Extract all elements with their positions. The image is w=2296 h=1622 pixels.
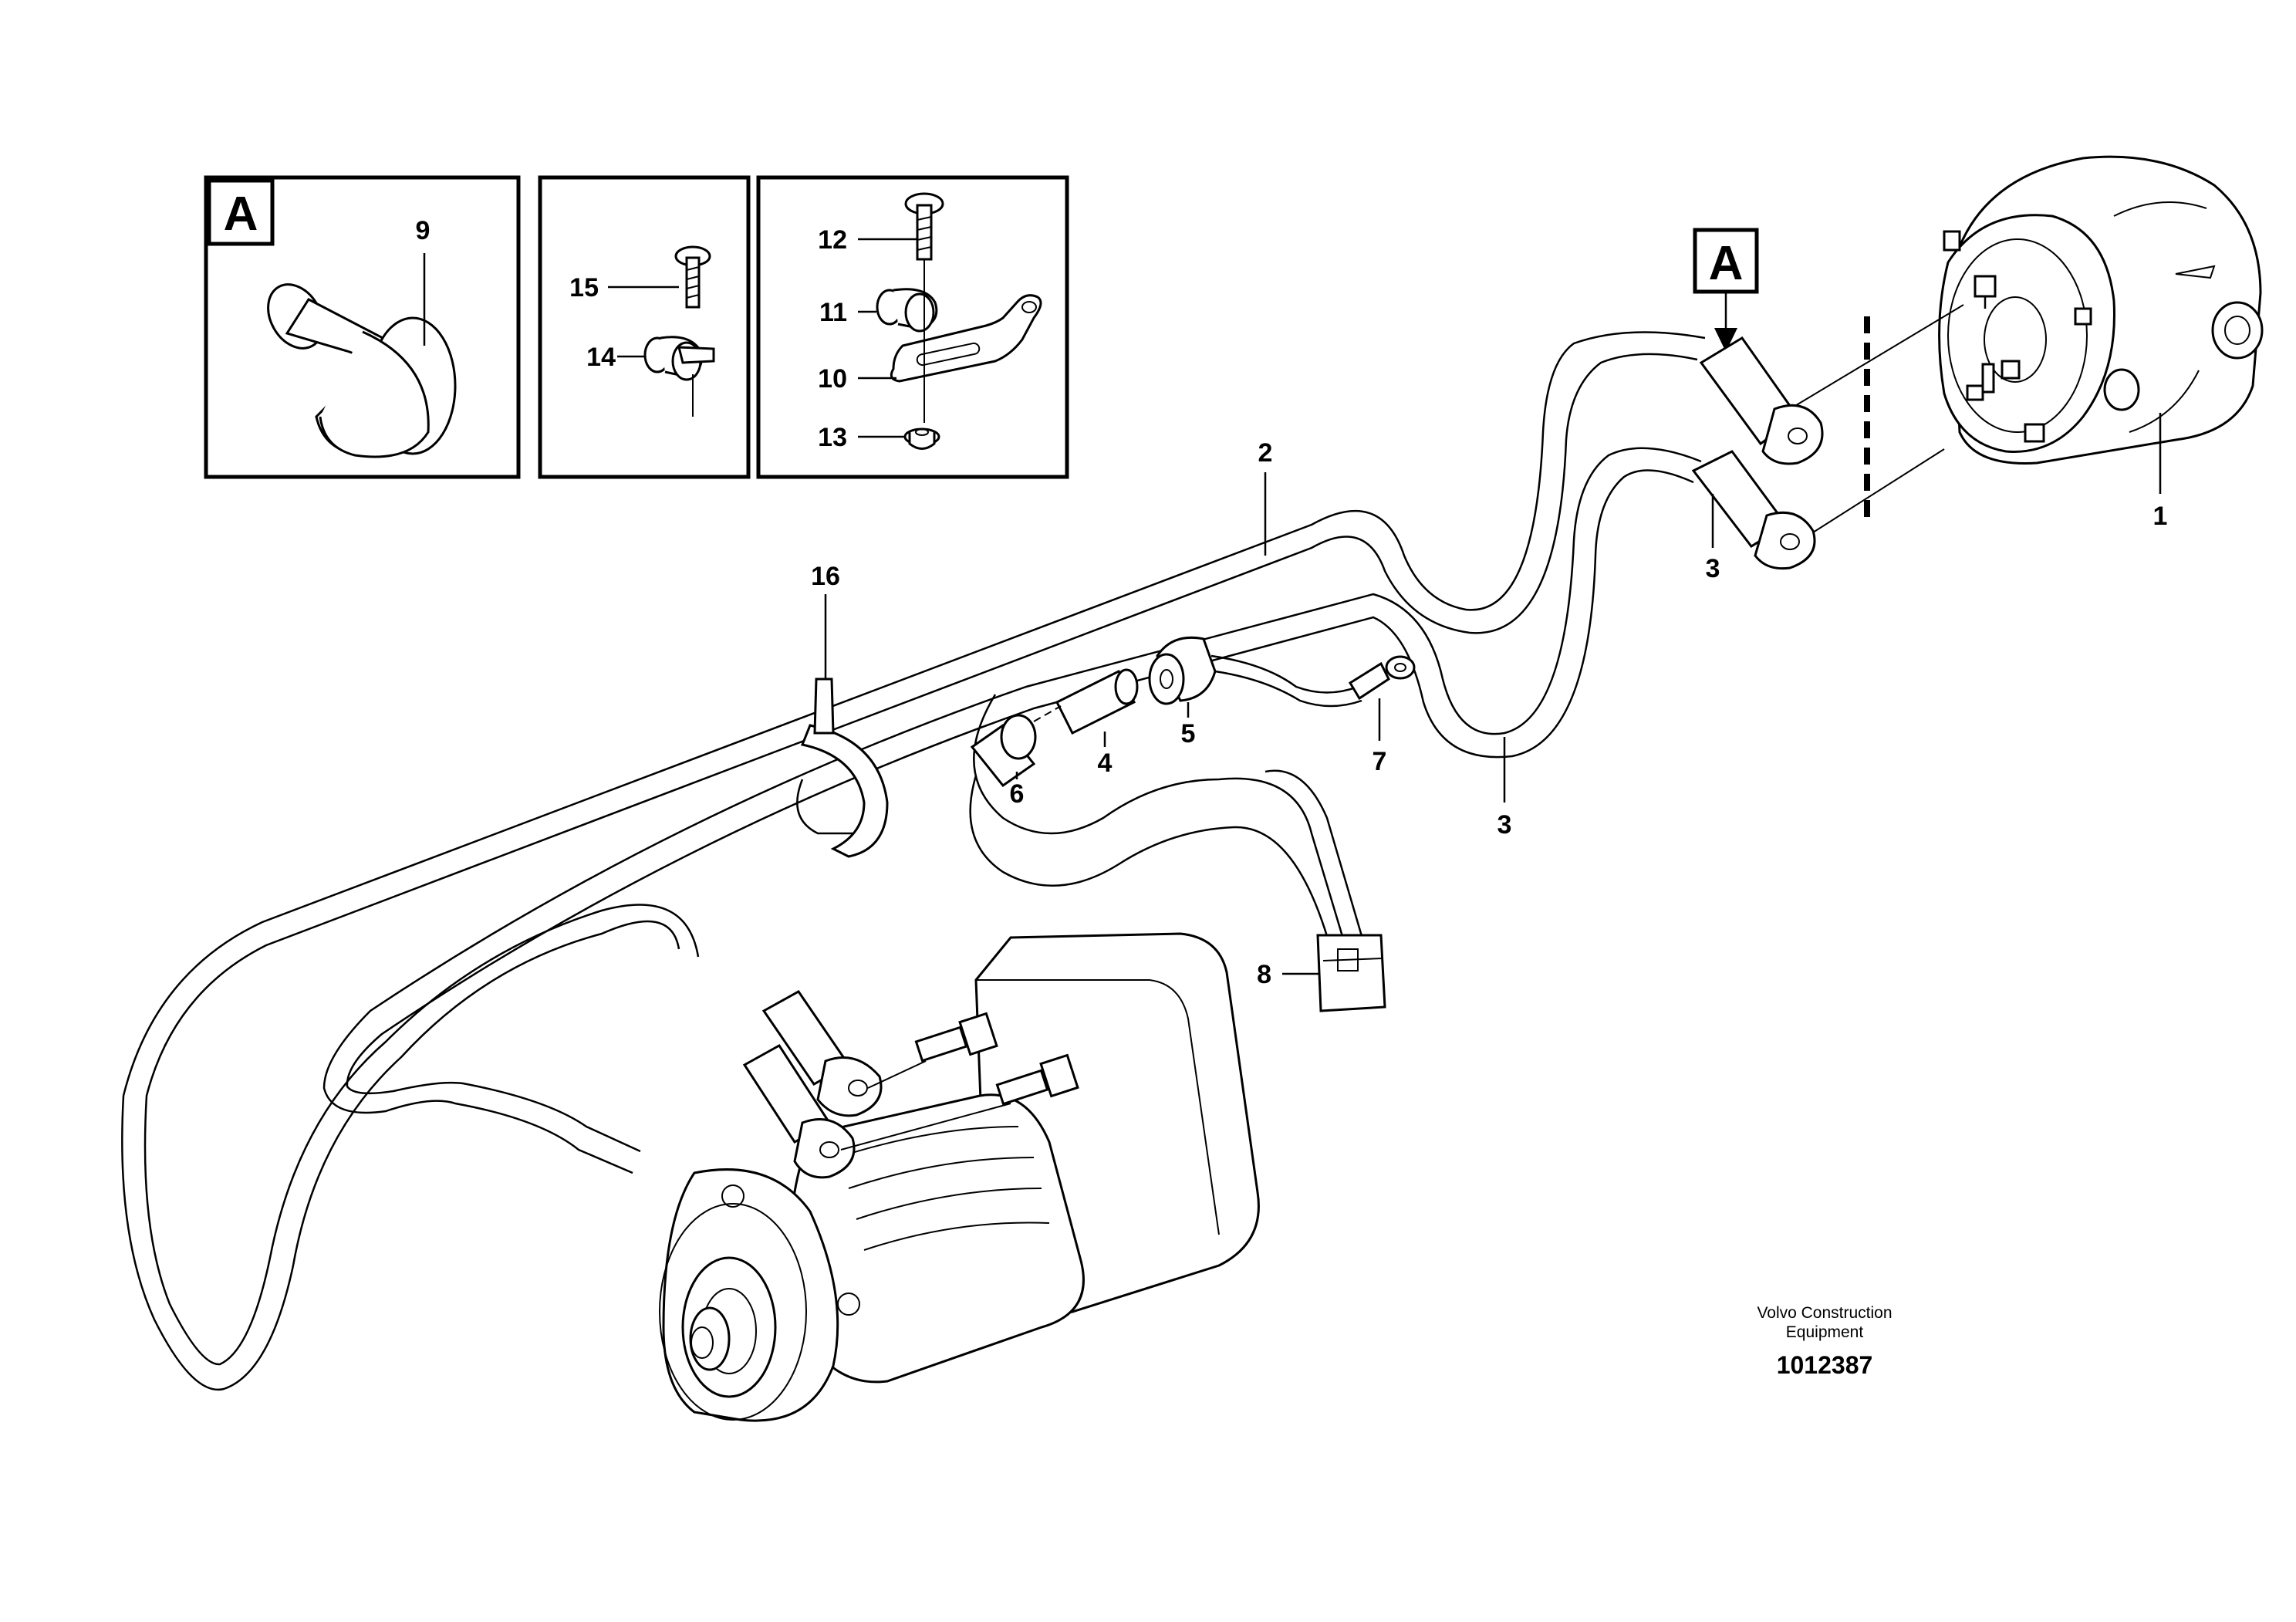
ground-lead	[1210, 654, 1416, 708]
callout-4: 4	[1098, 748, 1113, 778]
callout-13: 13	[818, 423, 847, 452]
bullet-connector	[970, 714, 1037, 788]
starter-terminal-upper	[914, 1012, 998, 1063]
detail-a-letter: A	[224, 188, 258, 241]
callout-9: 9	[416, 216, 430, 245]
callout-15: 15	[569, 273, 599, 302]
callout-6: 6	[1010, 779, 1025, 809]
cable-harness	[121, 331, 1706, 1391]
detail-a-marker-letter: A	[1709, 237, 1744, 290]
callout-2: 2	[1258, 438, 1273, 468]
callout-3-lower: 3	[1497, 810, 1512, 840]
elbow-boot	[267, 283, 457, 458]
alternator	[1938, 155, 2264, 465]
callout-1: 1	[2153, 502, 2168, 531]
bracket-clip	[876, 288, 938, 333]
starter-terminal-lower	[995, 1053, 1079, 1106]
starter-motor	[659, 932, 1260, 1422]
ring-terminal-upper	[1699, 336, 1824, 465]
cable-tie	[800, 678, 889, 858]
clip-bolt	[674, 245, 711, 309]
callout-7: 7	[1373, 747, 1387, 776]
insulating-sleeve	[1055, 668, 1139, 735]
inset-detail-a: A 9	[204, 175, 521, 479]
ring-terminal-lower	[1691, 450, 1816, 570]
callout-8: 8	[1257, 960, 1271, 989]
callout-14: 14	[586, 343, 616, 372]
flange-nut	[903, 427, 940, 450]
inset-bracket: 12 11 10 13	[756, 175, 1069, 479]
document-number: 1012387	[1777, 1351, 1873, 1379]
credit-line-2: Equipment	[1786, 1323, 1864, 1341]
callout-16: 16	[811, 562, 840, 591]
callout-11: 11	[819, 298, 847, 327]
callout-5: 5	[1181, 719, 1196, 748]
mounting-bracket	[890, 294, 1042, 383]
callout-12: 12	[818, 225, 847, 255]
starter-ring-lug-upper	[761, 990, 883, 1117]
inset-clip: 15 14	[538, 175, 751, 479]
harness-plug	[1316, 934, 1386, 1012]
cable-clip	[643, 336, 715, 381]
credit-line-1: Volvo Construction	[1757, 1304, 1892, 1322]
bracket-bolt	[904, 192, 944, 261]
callout-10: 10	[818, 364, 847, 394]
grommet	[1148, 636, 1217, 705]
detail-a-marker: A	[1693, 228, 1759, 352]
callout-3-upper: 3	[1706, 554, 1720, 583]
starter-ring-lug-lower	[742, 1044, 856, 1179]
